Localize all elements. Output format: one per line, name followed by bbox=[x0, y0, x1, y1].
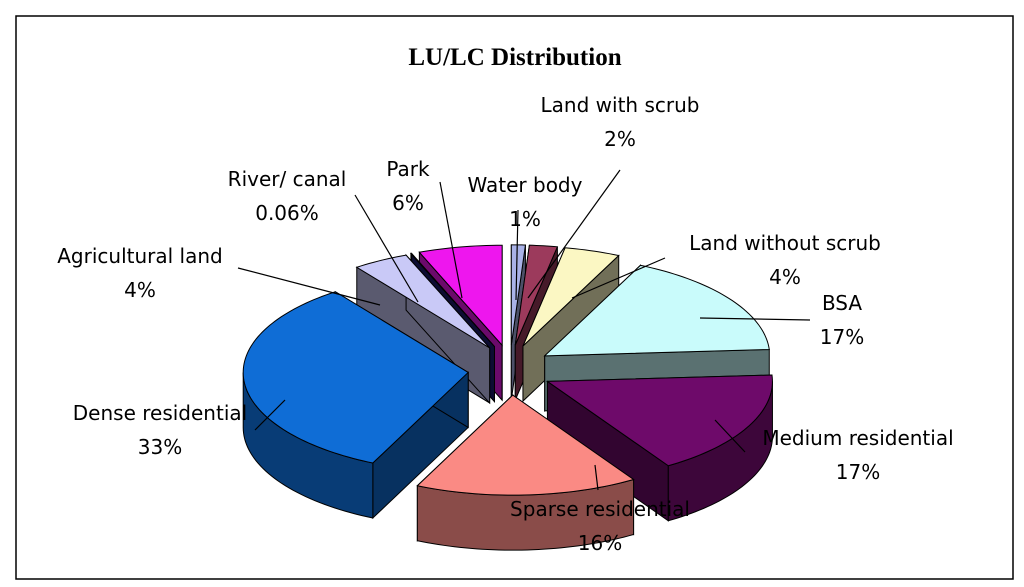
slice-percent: 4% bbox=[124, 278, 156, 302]
slice-top bbox=[416, 394, 635, 496]
slice-label: Land with scrub bbox=[541, 93, 700, 117]
slice-percent: 2% bbox=[604, 127, 636, 151]
leader-line bbox=[439, 181, 463, 299]
leader-line bbox=[527, 169, 621, 299]
leader-line bbox=[254, 399, 286, 431]
slice-top bbox=[355, 254, 491, 349]
slice-percent: 17% bbox=[836, 460, 880, 484]
leader-line bbox=[594, 464, 599, 491]
slice-top bbox=[514, 244, 559, 346]
pie-slice bbox=[545, 374, 773, 522]
slice-top bbox=[418, 244, 503, 347]
slice-label: Medium residential bbox=[762, 426, 953, 450]
slice-percent: 33% bbox=[138, 435, 182, 459]
slice-label: Dense residential bbox=[73, 401, 247, 425]
slice-percent: 16% bbox=[578, 531, 622, 555]
slice-labels: Water body 1% Land with scrub 2% Land withou… bbox=[57, 93, 953, 555]
slice-label: Sparse residential bbox=[510, 497, 690, 521]
slice-top bbox=[543, 264, 770, 357]
slice-label: River/ canal bbox=[228, 167, 347, 191]
slice-top bbox=[409, 253, 495, 347]
slice-top bbox=[510, 244, 527, 345]
pie-slice bbox=[242, 290, 470, 520]
leader-line bbox=[699, 317, 811, 321]
slice-label: Park bbox=[386, 157, 430, 181]
slice-percent: 4% bbox=[769, 265, 801, 289]
pie-slices bbox=[242, 244, 773, 551]
leader-line bbox=[354, 194, 419, 303]
chart-title: LU/LC Distribution bbox=[408, 44, 621, 71]
leader-line bbox=[515, 209, 519, 301]
slice-percent: 6% bbox=[392, 191, 424, 215]
slice-label: BSA bbox=[822, 291, 862, 315]
leader-line bbox=[714, 419, 746, 453]
slice-label: Water body bbox=[468, 173, 583, 197]
leader-lines bbox=[237, 169, 811, 491]
pie-slice bbox=[416, 393, 635, 551]
slice-top bbox=[242, 291, 470, 464]
slice-percent: 17% bbox=[820, 325, 864, 349]
leader-line bbox=[237, 267, 381, 306]
slice-label: Land without scrub bbox=[689, 231, 881, 255]
slice-top bbox=[545, 374, 773, 467]
leader-line bbox=[571, 257, 666, 299]
slice-top bbox=[522, 247, 620, 347]
slice-percent: 0.06% bbox=[255, 201, 319, 225]
slice-label: Agricultural land bbox=[57, 244, 222, 268]
slice-percent: 1% bbox=[509, 207, 541, 231]
